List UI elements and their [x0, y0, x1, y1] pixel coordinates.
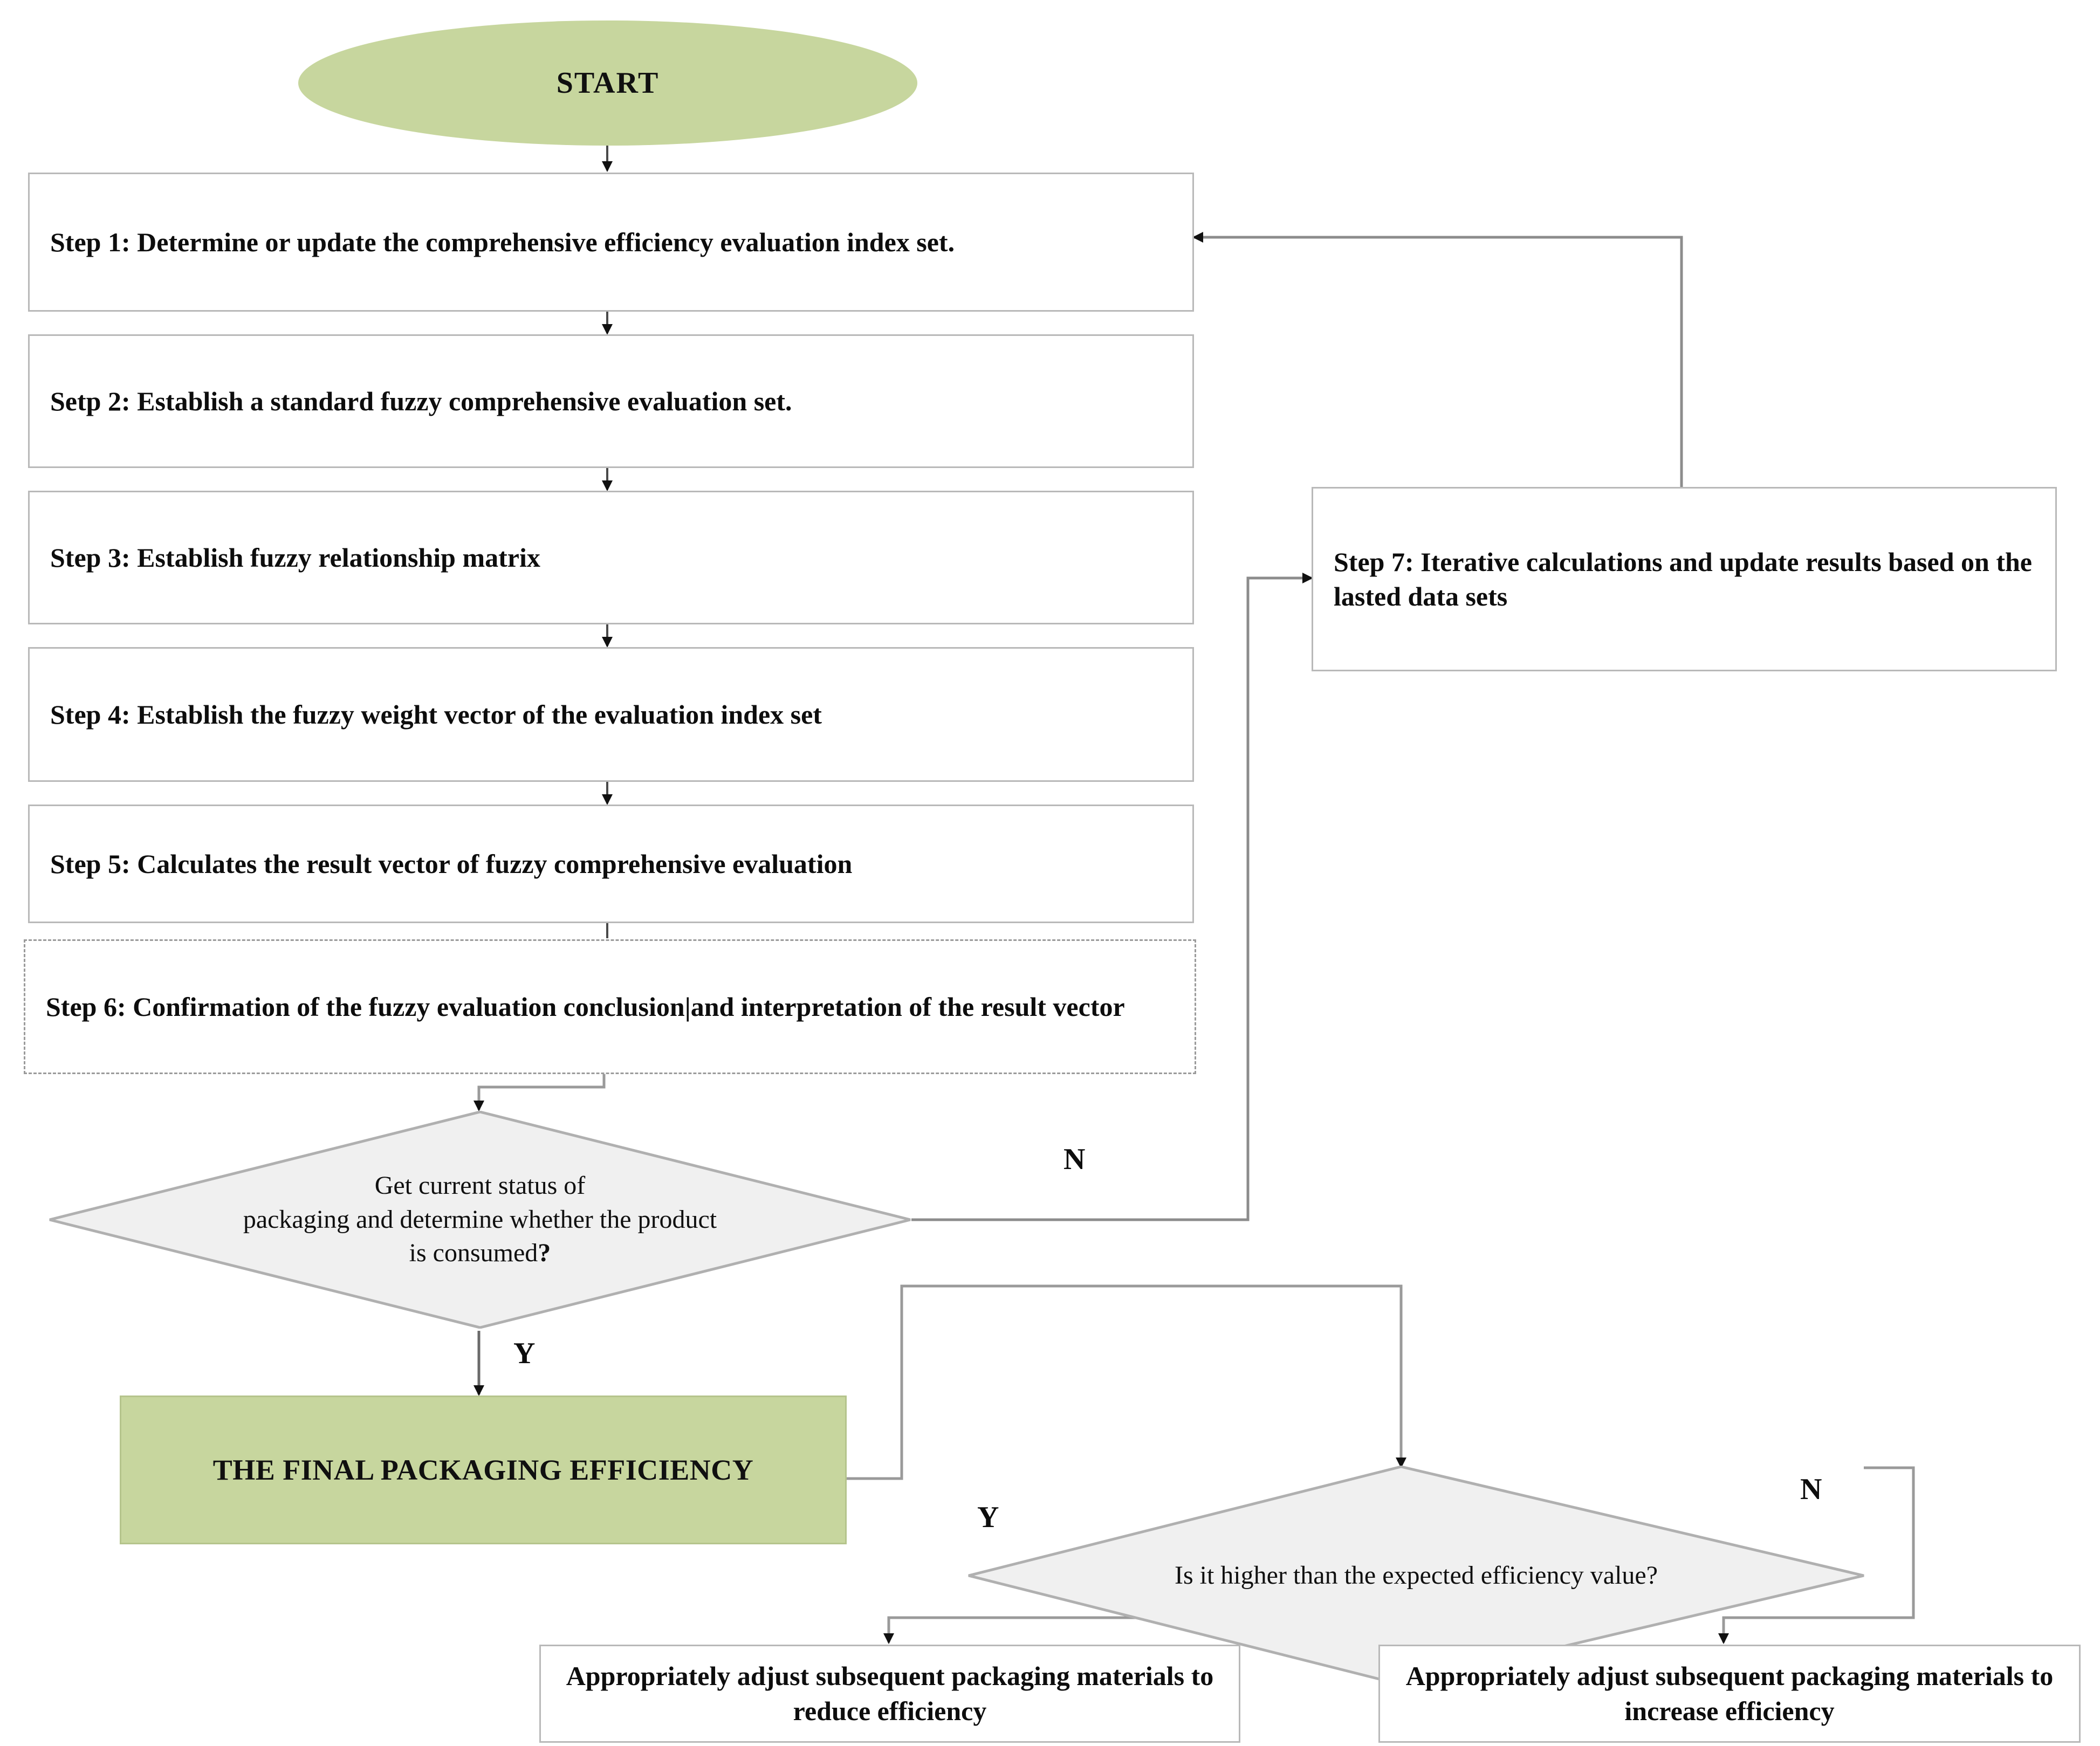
step2-label: Setp 2: Establish a standard fuzzy compr… [50, 386, 792, 416]
step6-label: Step 6: Confirmation of the fuzzy evalua… [46, 992, 1125, 1022]
decision-diamond-expected-efficiency[interactable]: Is it higher than the expected efficienc… [966, 1466, 1866, 1686]
decision-diamond-consumed[interactable]: Get current status of packaging and dete… [47, 1111, 912, 1329]
process-box-step2[interactable]: Setp 2: Establish a standard fuzzy compr… [28, 334, 1194, 468]
outcome-increase-label: Appropriately adjust subsequent packagin… [1405, 1661, 2054, 1726]
process-box-step5[interactable]: Step 5: Calculates the result vector of … [28, 805, 1194, 923]
step5-label: Step 5: Calculates the result vector of … [50, 849, 853, 879]
decision2-line1: Is it higher than the expected efficienc… [1174, 1561, 1658, 1590]
decision1-line2: packaging and determine whether the prod… [243, 1205, 717, 1234]
start-terminator[interactable]: START [298, 20, 917, 146]
process-box-step3[interactable]: Step 3: Establish fuzzy relationship mat… [28, 491, 1194, 624]
step1-label: Step 1: Determine or update the comprehe… [50, 227, 955, 257]
decision1-question-mark: ? [538, 1239, 551, 1268]
branch-label-decision1-no: N [1063, 1143, 1086, 1176]
edge-step6-to-decision1 [473, 1073, 606, 1111]
decision2-text: Is it higher than the expected efficienc… [1020, 1466, 1812, 1686]
process-box-step7[interactable]: Step 7: Iterative calculations and updat… [1312, 487, 2057, 671]
diamond-shape [49, 1111, 911, 1329]
process-box-step1[interactable]: Step 1: Determine or update the comprehe… [28, 173, 1194, 312]
branch-label-decision1-yes: Y [513, 1337, 536, 1370]
outcome-box-increase-efficiency[interactable]: Appropriately adjust subsequent packagin… [1378, 1645, 2081, 1743]
process-box-step6[interactable]: Step 6: Confirmation of the fuzzy evalua… [24, 939, 1196, 1074]
outcome-reduce-label: Appropriately adjust subsequent packagin… [566, 1661, 1214, 1726]
step7-label: Step 7: Iterative calculations and updat… [1334, 547, 2032, 611]
decision1-text: Get current status of packaging and dete… [151, 1111, 808, 1329]
branch-label-decision2-no: N [1800, 1473, 1822, 1506]
decision1-line1: Get current status of [374, 1171, 586, 1200]
start-label: START [556, 66, 660, 100]
decision1-line3: is consumed [409, 1239, 538, 1268]
outcome-box-reduce-efficiency[interactable]: Appropriately adjust subsequent packagin… [539, 1645, 1240, 1743]
final-packaging-efficiency-box[interactable]: THE FINAL PACKAGING EFFICIENCY [120, 1396, 847, 1544]
step4-label: Step 4: Establish the fuzzy weight vecto… [50, 699, 822, 730]
terminal-label: THE FINAL PACKAGING EFFICIENCY [212, 1454, 754, 1486]
edge-step7-to-step1 [1192, 232, 1683, 488]
branch-label-decision2-yes: Y [977, 1501, 999, 1534]
process-box-step4[interactable]: Step 4: Establish the fuzzy weight vecto… [28, 647, 1194, 782]
step3-label: Step 3: Establish fuzzy relationship mat… [50, 542, 540, 573]
edge-terminal-to-decision2 [846, 1284, 1406, 1480]
